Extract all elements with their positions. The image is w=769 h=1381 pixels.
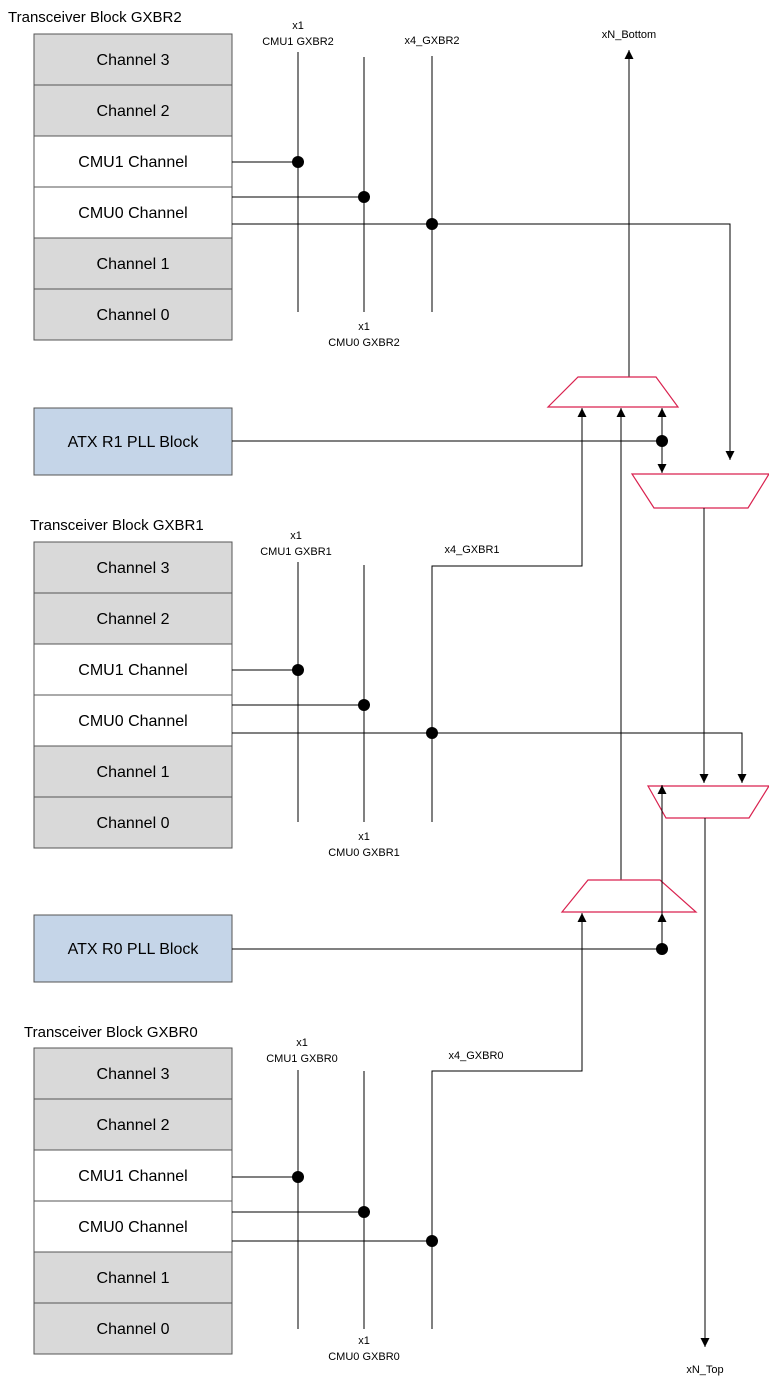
transceiver-block-gxbr2: Transceiver Block GXBR2 Channel 3 Channe… — [8, 9, 735, 460]
xn-top-label: xN_Top — [686, 1364, 723, 1376]
channel-0-box — [33, 288, 233, 341]
upper-mux — [546, 376, 680, 408]
lower-mux — [560, 879, 698, 913]
channel-2-box — [33, 1098, 233, 1151]
channel-label: Channel 0 — [97, 307, 170, 324]
cmu0-channel-box — [33, 186, 233, 239]
channel-3-box — [33, 33, 233, 86]
upper-right-mux — [630, 473, 769, 509]
xn-bottom-label: xN_Bottom — [602, 29, 656, 41]
transceiver-block-gxbr0: Transceiver Block GXBR0 Channel 3 Channe… — [24, 1024, 504, 1363]
atx-r1-pll: ATX R1 PLL Block — [33, 407, 233, 476]
block-title: Transceiver Block GXBR2 — [8, 9, 182, 26]
channel-label: Channel 2 — [97, 103, 170, 120]
cmu1-clock-label: CMU1 GXBR0 — [266, 1053, 338, 1065]
cmu0-channel-box — [33, 1200, 233, 1253]
channel-label: CMU1 Channel — [78, 154, 187, 171]
cmu1-channel-box — [33, 643, 233, 696]
channel-label: CMU0 Channel — [78, 713, 187, 730]
cmu0-clock-label: CMU0 GXBR2 — [328, 337, 400, 349]
pll-label: ATX R1 PLL Block — [68, 434, 200, 451]
channel-label: Channel 1 — [97, 256, 170, 273]
channel-label: Channel 1 — [97, 764, 170, 781]
x4-clock-label: x4_GXBR1 — [444, 544, 499, 556]
cmu0-clock-label: x1 — [358, 1335, 370, 1347]
upper-mux-wiring — [232, 408, 709, 880]
pll-label: ATX R0 PLL Block — [68, 941, 200, 958]
channel-label: CMU0 Channel — [78, 1219, 187, 1236]
channel-label: Channel 3 — [97, 52, 170, 69]
channel-0-box — [33, 1302, 233, 1355]
channel-label: Channel 3 — [97, 560, 170, 577]
block-title: Transceiver Block GXBR1 — [30, 517, 204, 534]
channel-label: Channel 0 — [97, 815, 170, 832]
channel-stack: Channel 3 Channel 2 CMU1 Channel CMU0 Ch… — [33, 541, 233, 849]
cmu0-clock-label: CMU0 GXBR0 — [328, 1351, 400, 1363]
channel-1-box — [33, 237, 233, 290]
lower-right-mux — [646, 785, 769, 819]
x4-clock-label: x4_GXBR2 — [404, 35, 459, 47]
cmu0-clock-label: CMU0 GXBR1 — [328, 847, 400, 859]
channel-label: Channel 1 — [97, 1270, 170, 1287]
cmu1-clock-label: CMU1 GXBR2 — [262, 36, 334, 48]
channel-2-box — [33, 592, 233, 645]
channel-0-box — [33, 796, 233, 849]
cmu1-clock-label: x1 — [296, 1037, 308, 1049]
lower-mux-wiring — [232, 785, 710, 1347]
block-title: Transceiver Block GXBR0 — [24, 1024, 198, 1041]
clock-lines — [232, 52, 735, 460]
channel-label: CMU1 Channel — [78, 662, 187, 679]
clock-lines — [232, 562, 747, 822]
channel-stack: Channel 3 Channel 2 CMU1 Channel CMU0 Ch… — [33, 1047, 233, 1355]
channel-1-box — [33, 745, 233, 798]
cmu1-channel-box — [33, 1149, 233, 1202]
channel-label: CMU1 Channel — [78, 1168, 187, 1185]
clock-lines — [232, 1070, 438, 1329]
atx-r0-pll: ATX R0 PLL Block — [33, 914, 233, 983]
cmu0-clock-label: x1 — [358, 831, 370, 843]
channel-label: Channel 0 — [97, 1321, 170, 1338]
channel-label: CMU0 Channel — [78, 205, 187, 222]
channel-label: Channel 3 — [97, 1066, 170, 1083]
channel-1-box — [33, 1251, 233, 1304]
cmu1-clock-label: x1 — [290, 530, 302, 542]
x4-clock-label: x4_GXBR0 — [448, 1050, 503, 1062]
channel-stack: Channel 3 Channel 2 CMU1 Channel CMU0 Ch… — [33, 33, 233, 341]
cmu0-clock-label: x1 — [358, 321, 370, 333]
channel-label: Channel 2 — [97, 611, 170, 628]
cmu1-clock-label: CMU1 GXBR1 — [260, 546, 332, 558]
channel-3-box — [33, 541, 233, 594]
cmu1-clock-label: x1 — [292, 20, 304, 32]
transceiver-block-gxbr1: Transceiver Block GXBR1 Channel 3 Channe… — [30, 517, 747, 859]
atx-r1-pll-box — [33, 407, 233, 476]
atx-r0-pll-box — [33, 914, 233, 983]
channel-3-box — [33, 1047, 233, 1100]
channel-label: Channel 2 — [97, 1117, 170, 1134]
